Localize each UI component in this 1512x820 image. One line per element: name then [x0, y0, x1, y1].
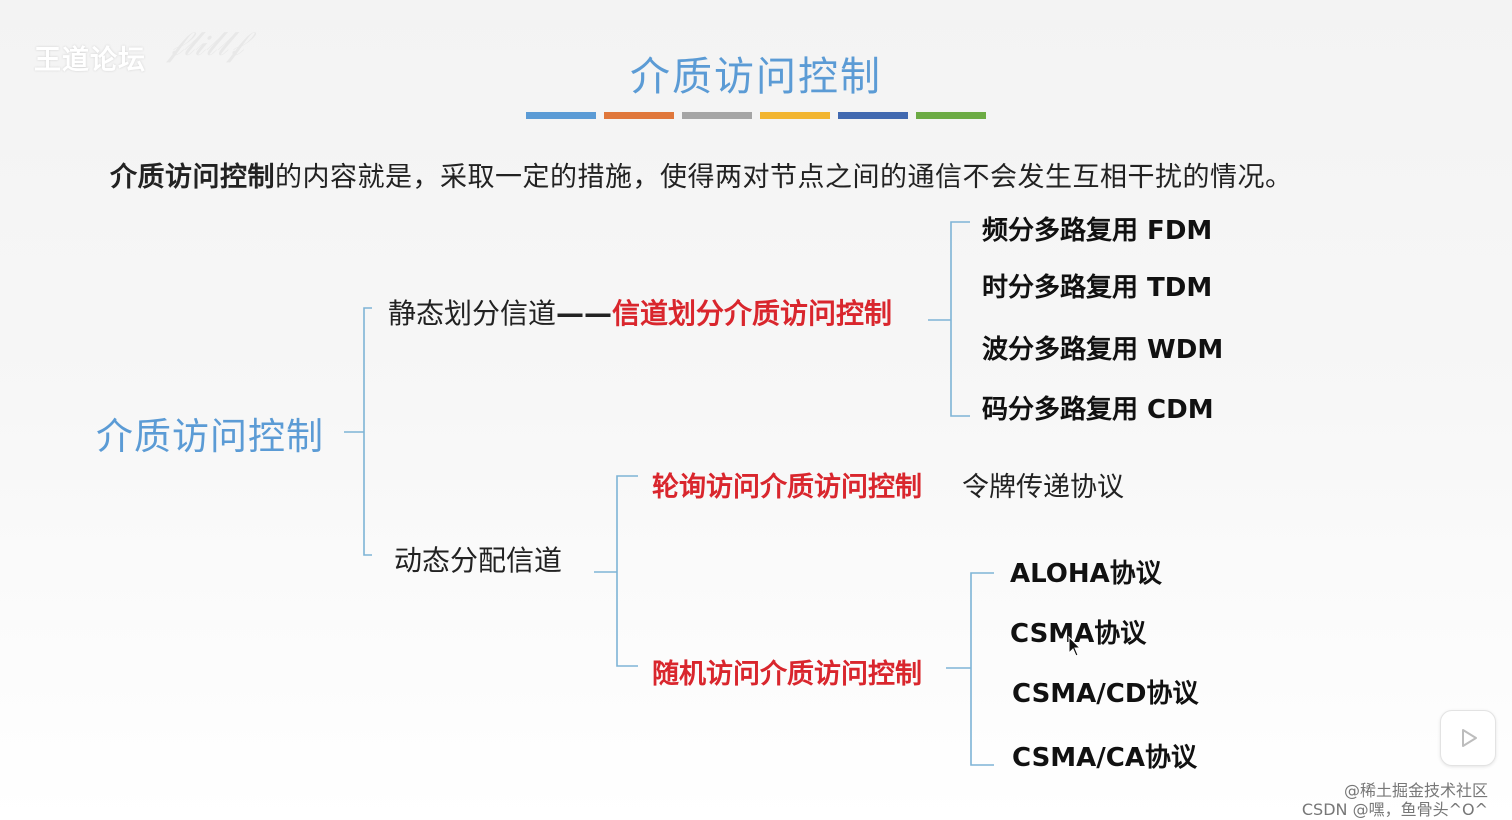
random-bracket [946, 572, 994, 766]
root-bracket [344, 307, 372, 556]
random-access-label: 随机访问介质访问控制 [652, 659, 922, 690]
color-bar-5 [838, 112, 908, 119]
static-bracket [928, 221, 970, 417]
tree-root: 介质访问控制 [96, 415, 324, 458]
color-bar-2 [604, 112, 674, 119]
wdm-item: 波分多路复用 WDM [982, 335, 1224, 365]
cdm-item: 码分多路复用 CDM [982, 395, 1214, 425]
tdm-item: 时分多路复用 TDM [982, 273, 1213, 303]
token-passing-protocol: 令牌传递协议 [962, 472, 1124, 503]
csma-ca-item: CSMA/CA协议 [1012, 743, 1197, 773]
intro-rest: 的内容就是，采取一定的措施，使得两对节点之间的通信不会发生互相干扰的情况。 [275, 162, 1293, 193]
polling-label: 轮询访问介质访问控制 [652, 472, 922, 503]
credit-juejin: @稀土掘金技术社区 [1343, 781, 1488, 800]
watermark-logo: 王道论坛 [34, 45, 146, 76]
play-icon [1462, 729, 1477, 747]
intro-sentence: 介质访问控制的内容就是，采取一定的措施，使得两对节点之间的通信不会发生互相干扰的… [110, 155, 1293, 194]
static-dash: —— [556, 297, 613, 330]
dynamic-label: 动态分配信道 [394, 544, 563, 577]
csma-item: CSMA协议 [1010, 619, 1147, 649]
csma-cd-item: CSMA/CD协议 [1012, 679, 1199, 709]
cursor-icon [1068, 636, 1082, 657]
color-bar-strip [526, 112, 986, 119]
dynamic-bracket [594, 475, 638, 667]
slide-title: 介质访问控制 [630, 54, 882, 100]
play-button[interactable] [1440, 710, 1496, 766]
color-bar-6 [916, 112, 986, 119]
static-label: 静态划分信道 [388, 297, 557, 330]
aloha-item: ALOHA协议 [1010, 559, 1162, 589]
fdm-item: 频分多路复用 FDM [982, 216, 1213, 246]
color-bar-4 [760, 112, 830, 119]
color-bar-3 [682, 112, 752, 119]
static-branch: 静态划分信道——信道划分介质访问控制 [388, 292, 892, 332]
color-bar-1 [526, 112, 596, 119]
watermark-signature-icon: 𝒻𝓁𝒾𝓁𝓁𝒻 [168, 24, 244, 64]
credit-csdn: CSDN @嘿，鱼骨头^O^ [1301, 800, 1488, 819]
static-method: 信道划分介质访问控制 [612, 297, 893, 330]
intro-bold-term: 介质访问控制 [110, 162, 275, 193]
